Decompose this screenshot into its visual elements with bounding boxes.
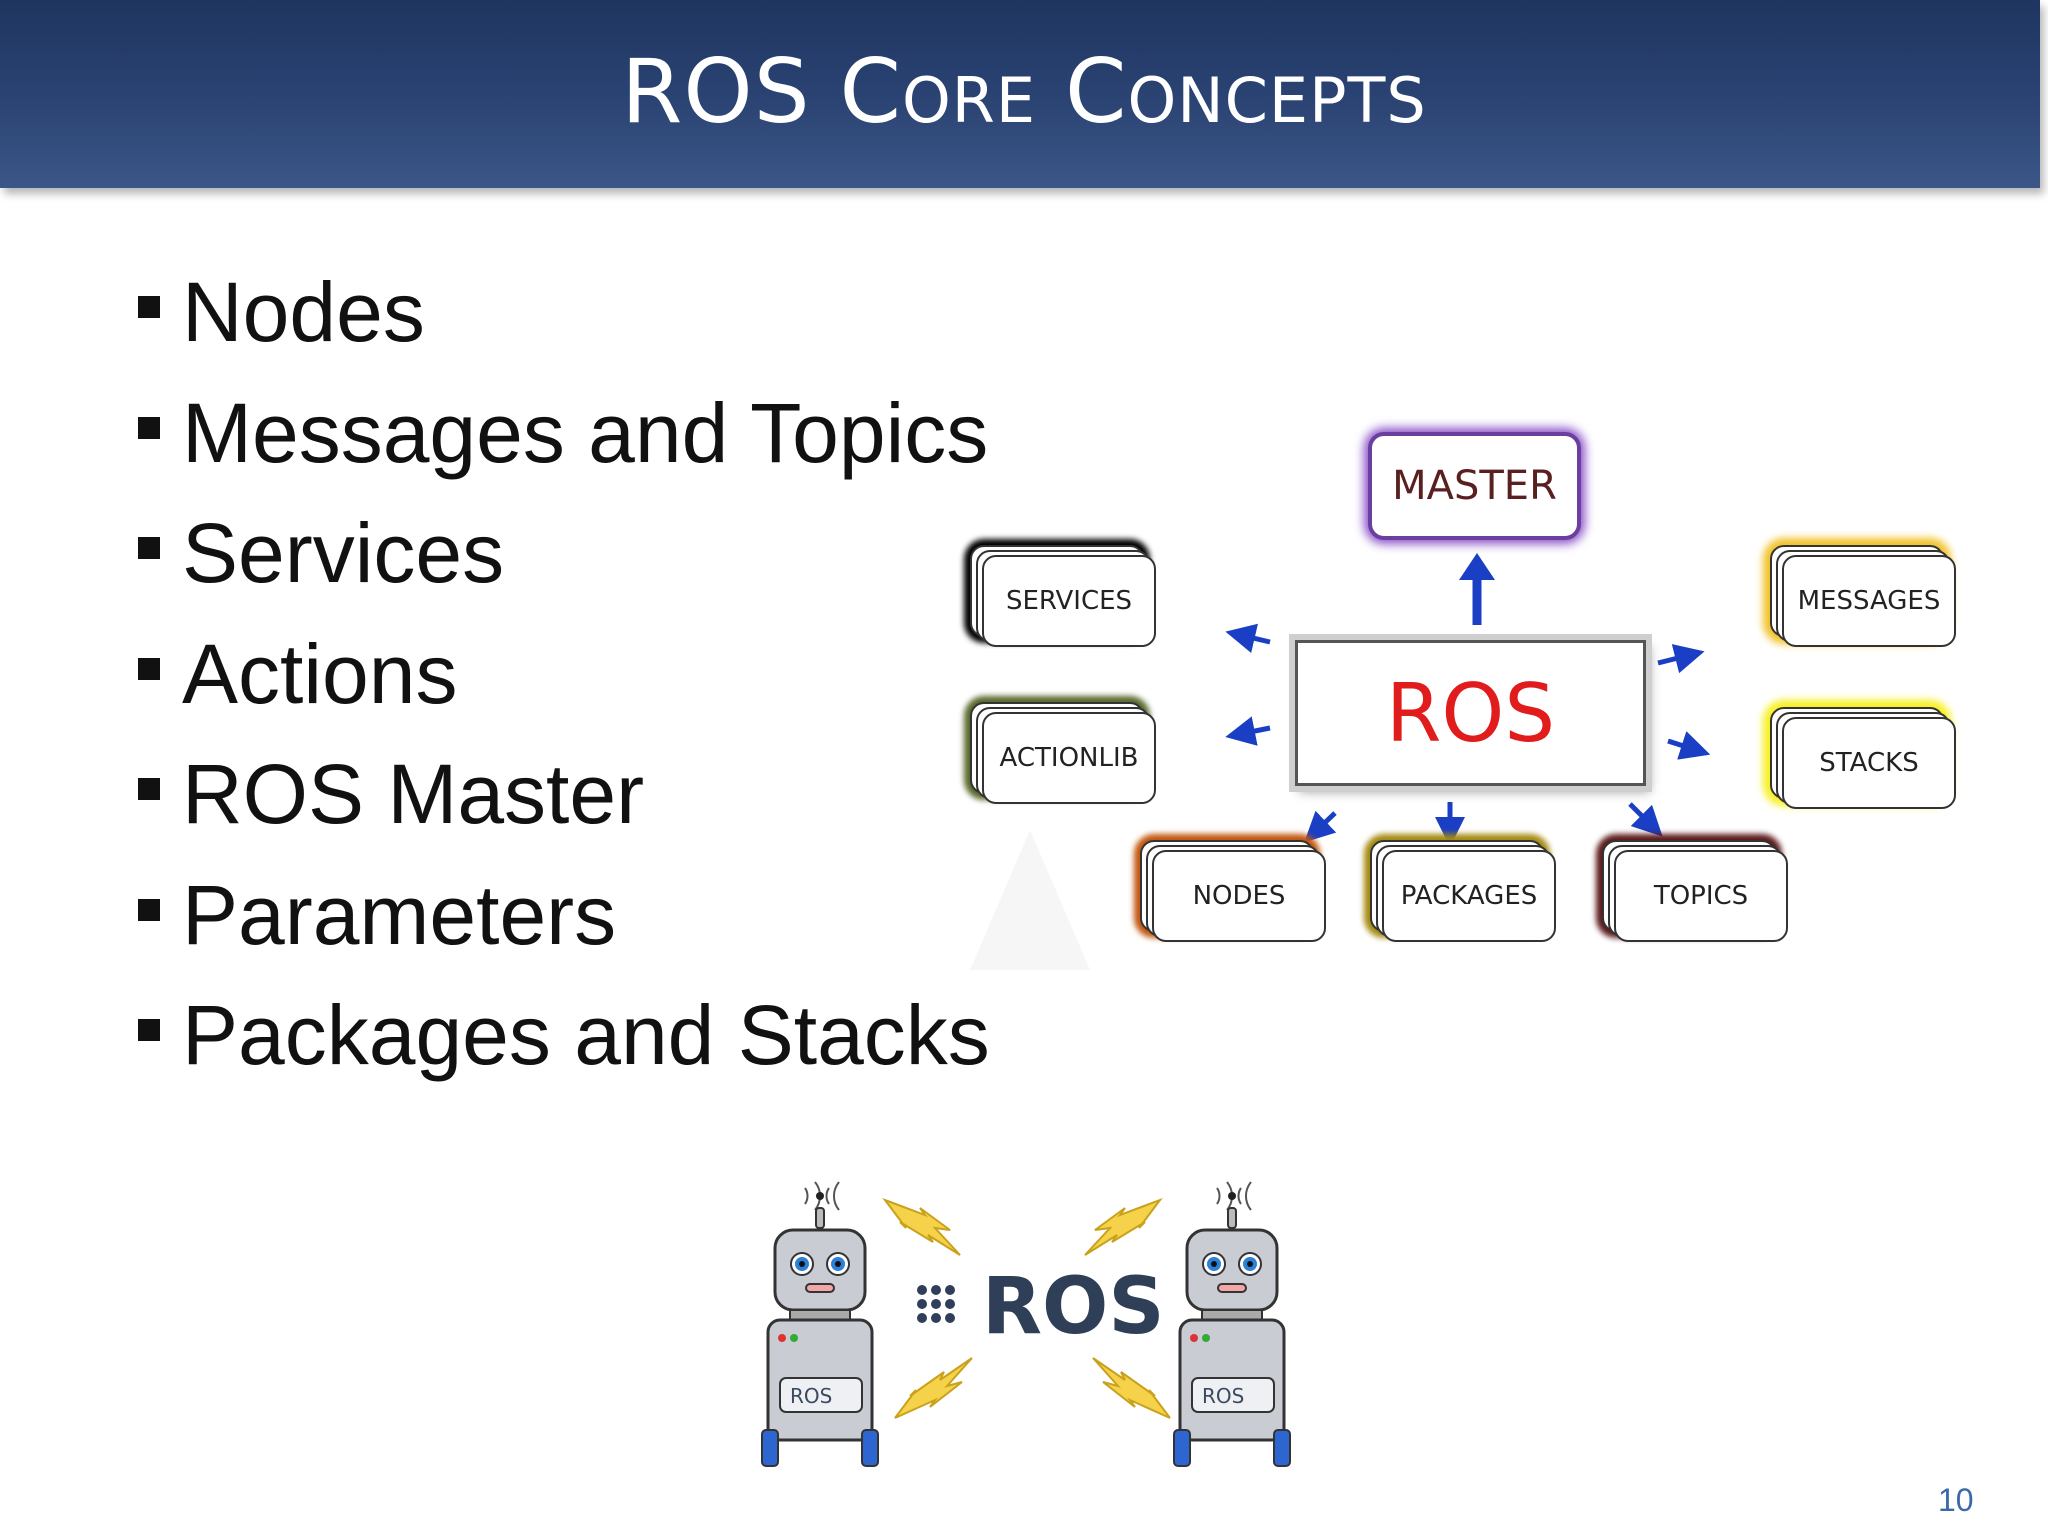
card-services-label: SERVICES <box>1005 586 1133 616</box>
card-nodes-label: NODES <box>1192 881 1286 911</box>
card-stacks-label: STACKS <box>1819 748 1919 778</box>
master-box: MASTER <box>1368 432 1581 540</box>
bullet-marker <box>138 1019 160 1041</box>
card-actionlib-label: ACTIONLIB <box>999 743 1139 773</box>
ros-center-box: ROS <box>1295 640 1646 786</box>
card-packages-label: PACKAGES <box>1400 881 1538 911</box>
bullet-text: Nodes <box>182 265 425 359</box>
arrow-to-topics <box>1628 802 1663 837</box>
bullet-item: Nodes <box>136 262 990 383</box>
title-bar: ROS Core Concepts <box>0 0 2040 188</box>
card-packages: PACKAGES <box>1370 840 1556 942</box>
master-label: MASTER <box>1392 463 1557 509</box>
bullet-marker <box>138 416 160 439</box>
bullet-item: Actions <box>136 624 990 745</box>
bullet-text: Actions <box>182 626 458 721</box>
bullet-item: Parameters <box>136 865 990 986</box>
page-number: 10 <box>1938 1482 1974 1518</box>
bullet-marker <box>138 778 160 800</box>
bullet-text: Services <box>182 506 505 600</box>
background-shape <box>970 830 1090 970</box>
bullet-text: Parameters <box>182 867 617 962</box>
ros-logo-dots-icon <box>917 1285 955 1323</box>
bullet-text: Messages and Topics <box>182 385 989 480</box>
ros-logo-text: ROS <box>982 1262 1165 1352</box>
robot-right: ROS <box>1173 1181 1291 1467</box>
lightning-bolts <box>882 1197 1171 1419</box>
robot-right-badge: ROS <box>1202 1384 1244 1408</box>
diagram-arrows <box>1225 553 1711 847</box>
card-messages: MESSAGES <box>1770 545 1956 647</box>
bullet-item: ROS Master <box>136 744 990 865</box>
robot-left-badge: ROS <box>790 1384 832 1408</box>
bullet-marker <box>138 296 160 318</box>
bullet-text: Packages and Stacks <box>182 988 990 1082</box>
card-topics: TOPICS <box>1602 840 1788 942</box>
arrow-to-messages <box>1657 644 1705 674</box>
bullet-marker <box>138 537 160 559</box>
card-actionlib: ACTIONLIB <box>970 702 1156 804</box>
slide-title: ROS Core Concepts <box>621 40 1427 143</box>
arrow-to-actionlib <box>1225 716 1271 746</box>
bullet-item: Messages and Topics <box>136 383 990 504</box>
bullet-item: Services <box>136 503 990 624</box>
card-services: SERVICES <box>970 545 1156 647</box>
robot-left: ROS <box>761 1181 879 1467</box>
bullet-marker <box>138 657 160 680</box>
bullet-text: ROS Master <box>182 747 645 841</box>
bullet-marker <box>138 898 160 921</box>
card-messages-label: MESSAGES <box>1797 586 1941 616</box>
bullet-list: Nodes Messages and Topics Services Actio… <box>136 262 990 1106</box>
arrow-to-master <box>1459 553 1495 625</box>
card-topics-label: TOPICS <box>1653 881 1749 911</box>
card-stacks: STACKS <box>1770 707 1956 809</box>
arrow-to-services <box>1225 623 1271 654</box>
ros-robots-illustration: ROS ROS ROS <box>750 1160 1310 1480</box>
arrow-to-nodes <box>1304 810 1337 843</box>
bullet-item: Packages and Stacks <box>136 985 990 1106</box>
ros-concepts-diagram: MASTER ROS SERVICES ACTIONLIB NODES PACK… <box>940 410 1980 990</box>
robots-artwork: ROS ROS <box>761 1181 1291 1467</box>
arrow-to-stacks <box>1667 731 1711 760</box>
card-nodes: NODES <box>1140 840 1326 942</box>
ros-center-label: ROS <box>1385 666 1556 760</box>
